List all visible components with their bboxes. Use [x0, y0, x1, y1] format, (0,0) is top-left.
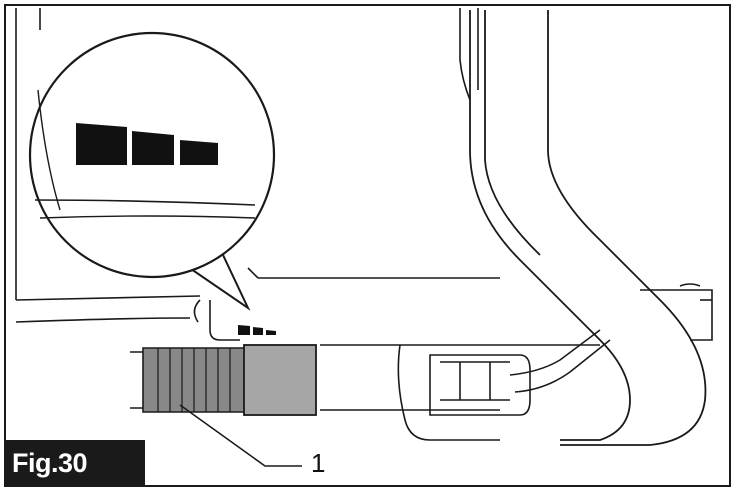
- three-step-wedge-marker-icon: [76, 123, 218, 165]
- hose-connector: [130, 344, 317, 416]
- figure-label-box: [5, 440, 145, 486]
- connector-sleeve: [243, 344, 317, 416]
- figure-label: Fig.30: [12, 448, 88, 478]
- bent-tube: [469, 10, 707, 446]
- callout-number-1: 1: [311, 448, 326, 478]
- housing-outline: [15, 8, 500, 323]
- handle-assembly: [193, 299, 611, 441]
- three-step-wedge-marker-icon: [238, 325, 276, 335]
- magnifier-callout: [28, 31, 276, 311]
- connector-grip: [142, 347, 249, 413]
- right-bracket: [640, 283, 713, 341]
- callout-leader-line: [179, 404, 302, 467]
